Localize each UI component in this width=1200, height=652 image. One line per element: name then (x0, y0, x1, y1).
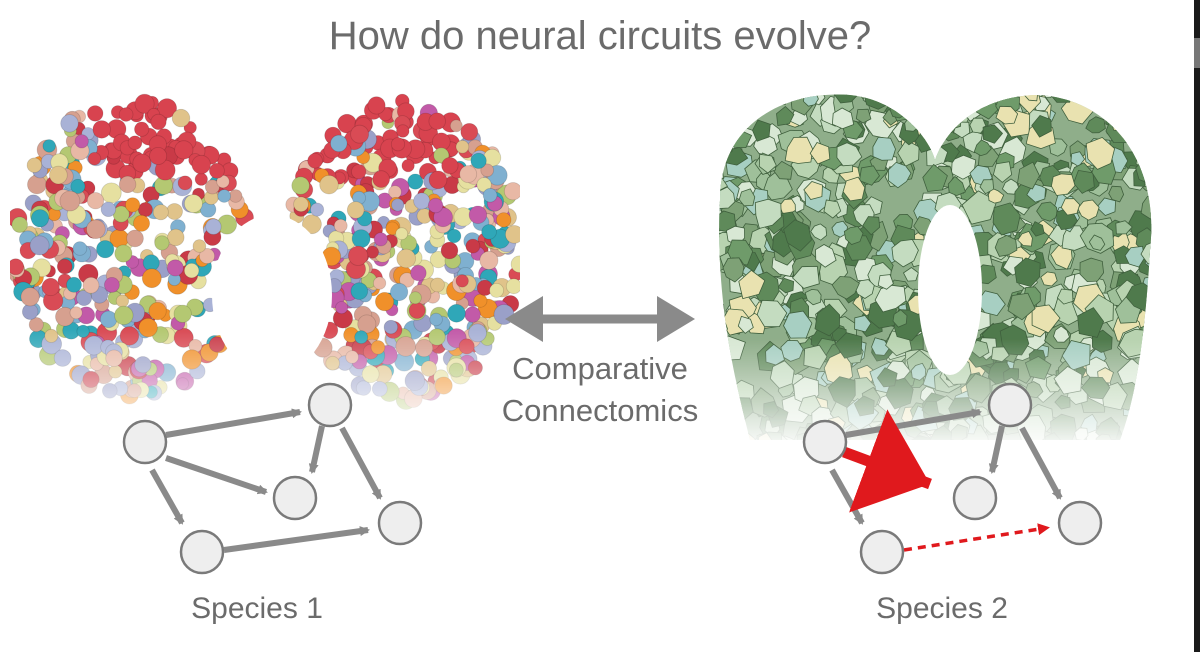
species-1-brain-image (10, 70, 520, 440)
species-2-circuit-graph (802, 382, 1103, 575)
comparative-connectomics-label: Comparative Connectomics (470, 348, 730, 432)
label-line-1: Comparative (512, 351, 688, 386)
node (1057, 500, 1103, 546)
label-line-2: Connectomics (501, 393, 699, 428)
scrollbar-thumb[interactable] (1194, 38, 1200, 68)
node (307, 382, 353, 428)
species-1-circuit-graph (122, 382, 423, 575)
node (802, 419, 848, 465)
edge (845, 408, 982, 438)
edge (165, 408, 302, 438)
node (179, 529, 225, 575)
graph-edges (149, 408, 383, 553)
double-arrow-icon (505, 296, 695, 342)
edge (339, 426, 383, 500)
edge (1019, 426, 1063, 500)
node (987, 382, 1033, 428)
graph-nodes (802, 382, 1103, 575)
window-edge (1194, 0, 1200, 652)
species-2-label: Species 2 (876, 592, 1008, 625)
new-dashed-edge (903, 523, 1050, 552)
node (377, 500, 423, 546)
node (272, 475, 318, 521)
edge (988, 425, 1005, 474)
node (122, 419, 168, 465)
species-1-label: Species 1 (191, 592, 323, 625)
strengthened-edge (842, 409, 932, 513)
edge (149, 468, 185, 525)
edge (308, 425, 325, 474)
graph-nodes (122, 382, 423, 575)
edge (223, 526, 370, 553)
figure-title: How do neural circuits evolve? (328, 14, 872, 58)
node (952, 475, 998, 521)
node (859, 529, 905, 575)
edge (829, 468, 865, 525)
edge (165, 455, 268, 495)
graph-edges (829, 408, 1063, 525)
